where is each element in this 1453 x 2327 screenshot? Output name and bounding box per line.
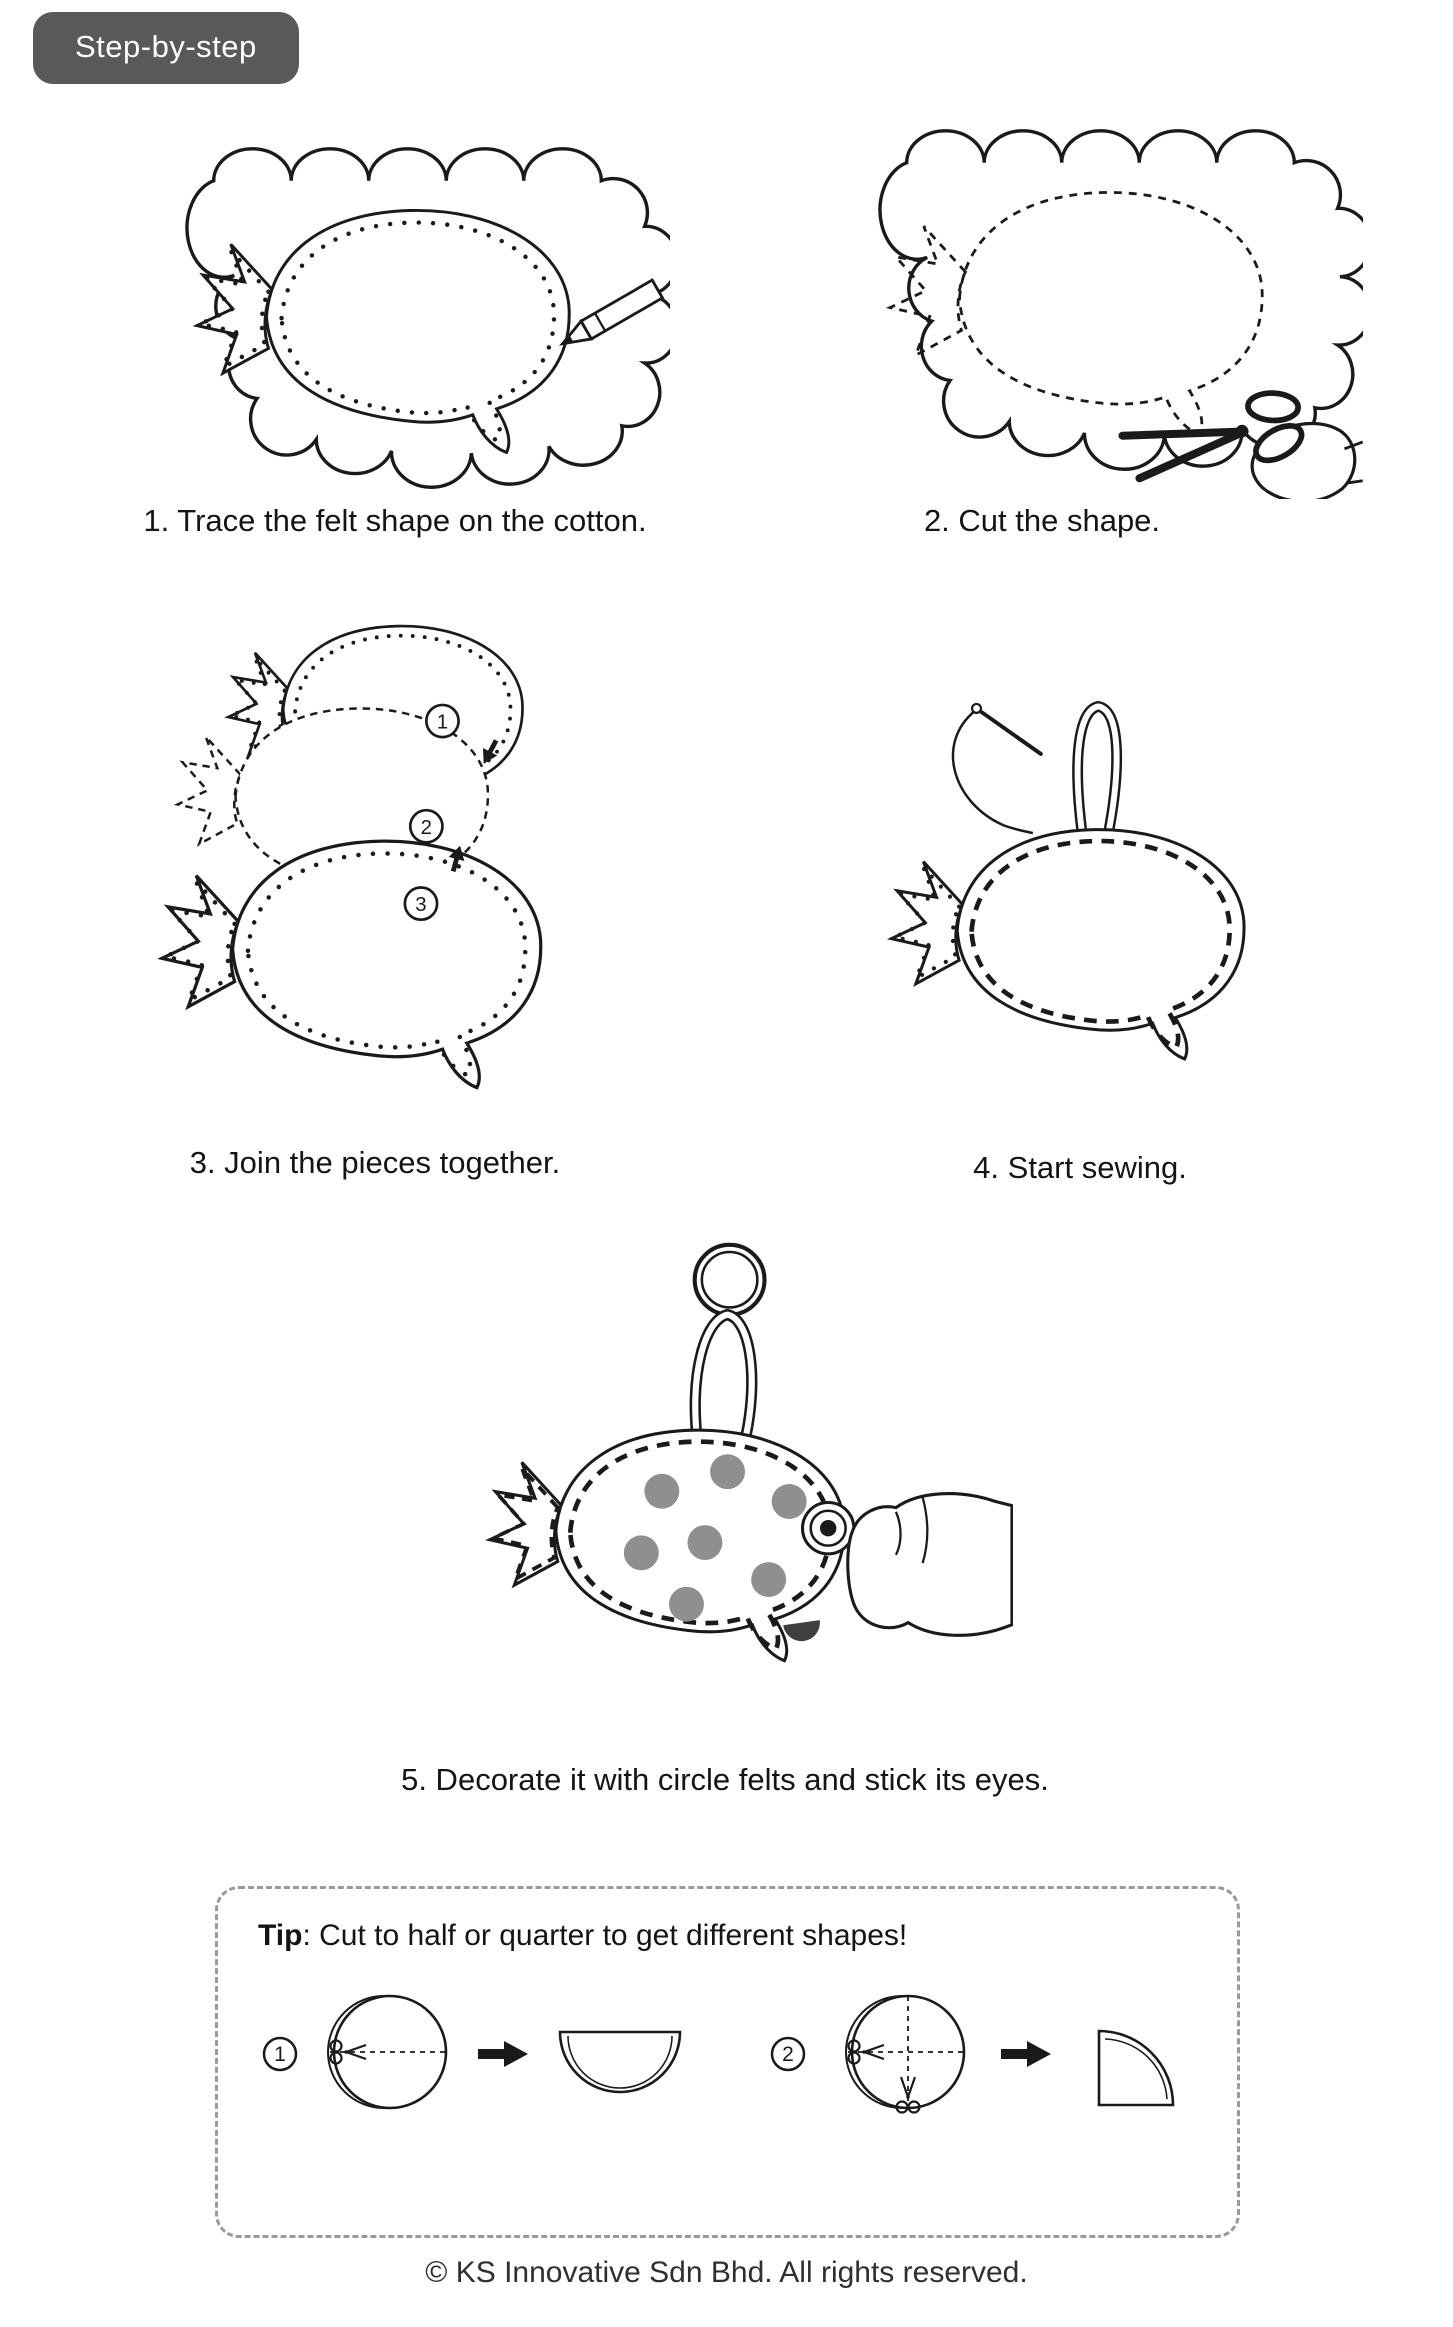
hand-line	[1343, 440, 1363, 451]
pencil-icon	[559, 278, 665, 346]
tip-row: 1 2	[258, 1979, 1197, 2129]
svg-text:3: 3	[415, 894, 426, 916]
step1-caption: 1. Trace the felt shape on the cotton.	[143, 503, 647, 538]
hand-line	[1346, 479, 1363, 485]
felt-layer-3	[160, 839, 543, 1090]
svg-text:2: 2	[421, 817, 432, 839]
thread-line	[951, 709, 1034, 835]
sewn-fish-shape	[889, 828, 1246, 1061]
step5-caption: 5. Decorate it with circle felts and sti…	[401, 1762, 1049, 1797]
eye-sticker	[800, 1500, 856, 1556]
scissors-icon	[1118, 390, 1305, 483]
felt-dots	[623, 1454, 807, 1622]
step-by-step-tab: Step-by-step	[33, 12, 299, 84]
svg-text:1: 1	[437, 712, 448, 734]
step1-illustration	[185, 147, 670, 489]
step3-caption: 3. Join the pieces together.	[189, 1145, 561, 1180]
circle-felt-half-cut	[327, 1994, 450, 2110]
mouth-sticker	[783, 1620, 820, 1642]
layer-number-badge: 3	[403, 886, 439, 922]
arrow-icon	[478, 2041, 528, 2067]
tip-label: Tip	[258, 1919, 303, 1952]
svg-text:1: 1	[274, 2043, 286, 2066]
step2-caption: 2. Cut the shape.	[923, 503, 1161, 538]
tip-heading: Tip: Cut to half or quarter to get diffe…	[258, 1919, 1197, 1953]
layer-number-badge: 1	[425, 703, 460, 739]
ring-icon	[692, 1242, 767, 1317]
step2-illustration	[878, 129, 1363, 499]
needle-eye	[970, 702, 983, 714]
half-circle-shape	[558, 2030, 682, 2094]
step5-illustration	[488, 1242, 1013, 1663]
svg-text:2: 2	[782, 2043, 794, 2066]
arrow-icon	[1001, 2041, 1051, 2067]
layer-number-badge: 2	[408, 808, 444, 844]
step3-illustration: 1 2 3	[160, 624, 543, 1090]
quarter-circle-shape	[1097, 2029, 1175, 2107]
tip-variant2-badge: 2	[770, 2036, 806, 2072]
circle-felt-quarter-cut	[845, 1994, 968, 2114]
copyright-notice: © KS Innovative Sdn Bhd. All rights rese…	[425, 2256, 1028, 2289]
step4-caption: 4. Start sewing.	[973, 1150, 1187, 1185]
tip-text: : Cut to half or quarter to get differen…	[302, 1919, 908, 1952]
step4-illustration	[889, 700, 1246, 1061]
tip-box: Tip: Cut to half or quarter to get diffe…	[215, 1886, 1240, 2238]
hand-icon	[846, 1492, 1013, 1637]
tip-variant1-badge: 1	[262, 2036, 298, 2072]
needle-icon	[971, 704, 1043, 756]
